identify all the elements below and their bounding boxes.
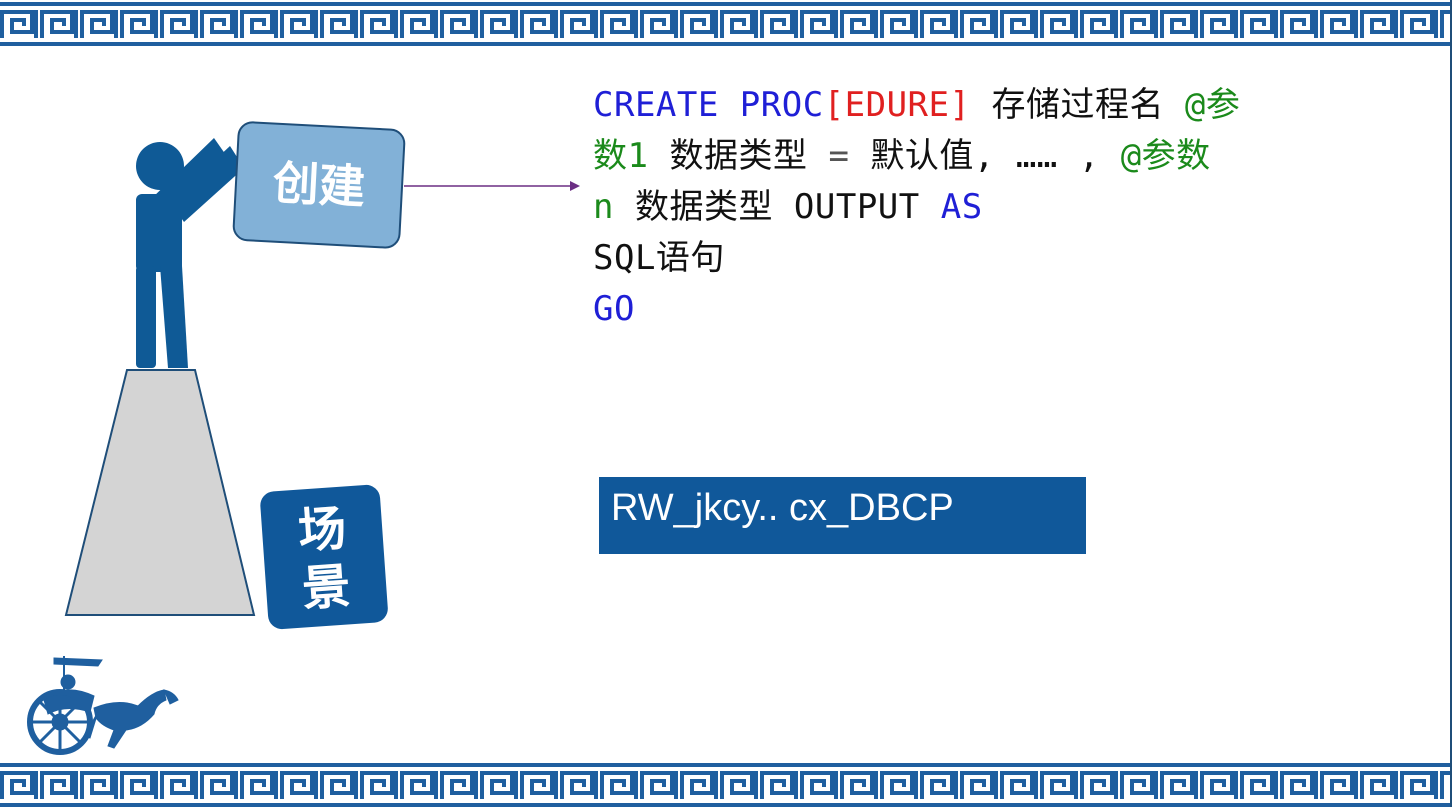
- procedure-name-box: RW_jkcy.. cx_DBCP: [599, 477, 1086, 554]
- code-line-2: 数1 数据类型 = 默认值, …… , @参数: [593, 131, 1383, 182]
- greek-key-border-top: [0, 2, 1450, 46]
- param-fragment: 数1: [593, 136, 649, 176]
- procedure-name-text: RW_jkcy.. cx_DBCP: [611, 487, 954, 529]
- arrow-head-icon: [570, 181, 580, 191]
- scene-tag: 场 景: [260, 484, 388, 630]
- greek-key-border-bottom: [0, 763, 1450, 807]
- default-value-placeholder: 默认值, …… ,: [849, 136, 1121, 176]
- param-fragment: @参: [1184, 85, 1241, 125]
- create-sign: 创建: [232, 121, 406, 249]
- param-fragment: n: [593, 187, 614, 227]
- sql-syntax-block: CREATE PROC[EDURE] 存储过程名 @参 数1 数据类型 = 默认…: [593, 80, 1383, 335]
- create-label: 创建: [272, 156, 367, 215]
- param-fragment: @参数: [1120, 136, 1211, 176]
- keyword-go: GO: [593, 289, 635, 329]
- code-line-3: n 数据类型 OUTPUT AS: [593, 182, 1383, 233]
- equals-sign: =: [828, 136, 850, 176]
- datatype-placeholder: 数据类型: [648, 136, 829, 176]
- code-line-4: SQL语句: [593, 233, 1383, 284]
- person-icon: [136, 138, 244, 368]
- horse-chariot-icon: [27, 656, 179, 755]
- proc-name-placeholder: 存储过程名: [970, 85, 1185, 125]
- scene-label-2: 景: [300, 558, 352, 617]
- datatype-output: 数据类型 OUTPUT: [613, 187, 941, 227]
- keyword-create-proc: CREATE PROC: [593, 85, 824, 125]
- sql-statement-placeholder: SQL语句: [593, 238, 725, 278]
- code-line-5: GO: [593, 284, 1383, 335]
- pedestal-shape: [64, 369, 256, 616]
- keyword-as: AS: [940, 187, 983, 227]
- keyword-optional-edure: [EDURE]: [823, 85, 971, 125]
- right-edge-rule: [1450, 0, 1452, 807]
- scene-label-1: 场: [296, 500, 348, 559]
- code-line-1: CREATE PROC[EDURE] 存储过程名 @参: [593, 80, 1383, 131]
- scene-illustration: 创建 场 景: [64, 121, 580, 630]
